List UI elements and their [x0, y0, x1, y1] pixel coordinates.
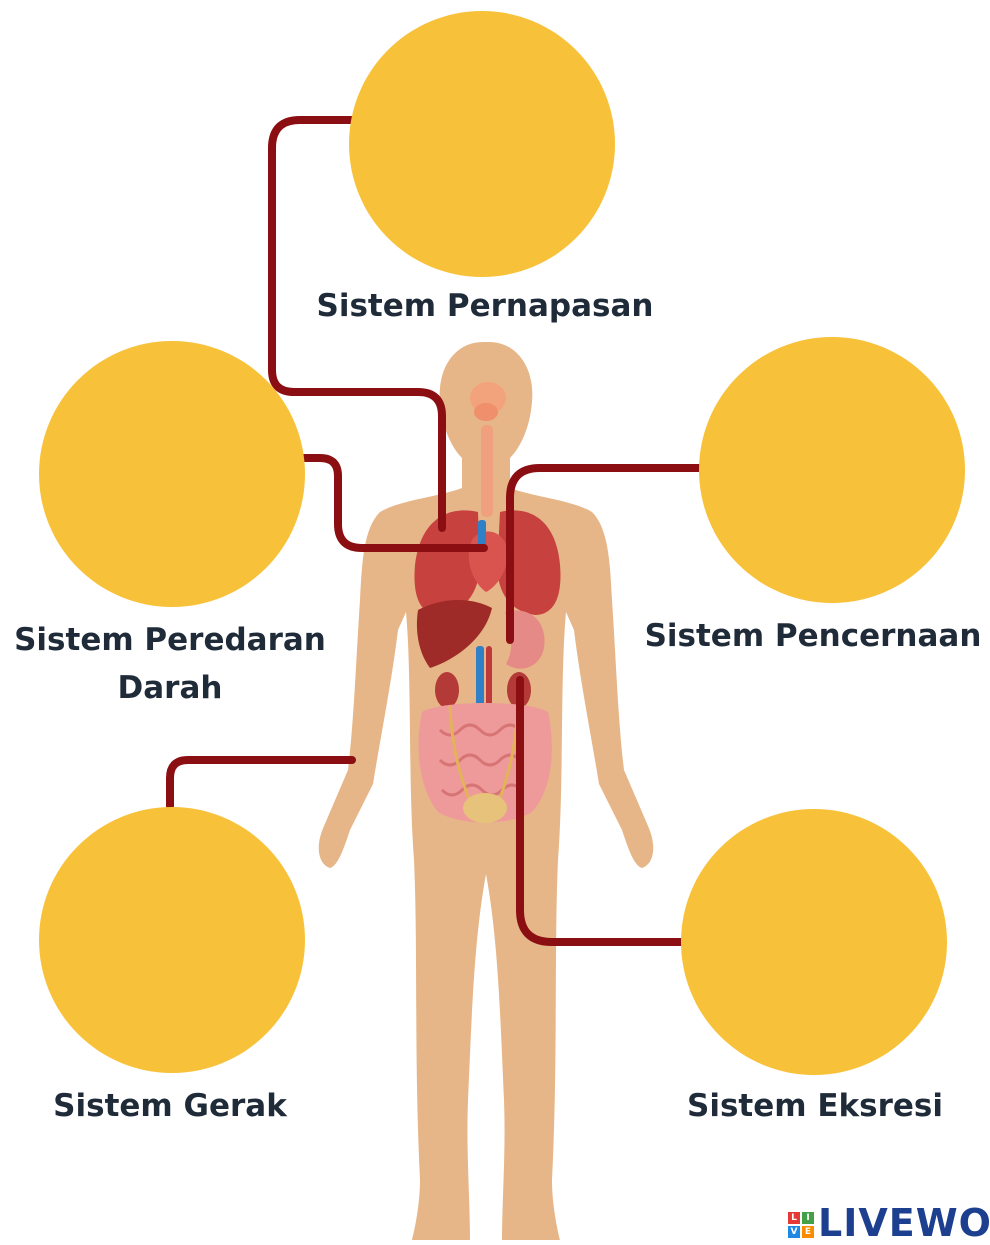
bladder-shape	[463, 793, 507, 823]
aorta-shape	[478, 520, 486, 546]
circle-peredaran-darah	[39, 341, 305, 607]
connector-gerak	[170, 760, 352, 806]
label-peredaran-darah: Sistem Peredaran Darah	[0, 616, 340, 712]
brain-shape	[474, 403, 498, 421]
label-line: Sistem Peredaran	[0, 616, 340, 664]
logo-tiles-icon: L I V E	[788, 1212, 814, 1238]
label-eksresi: Sistem Eksresi	[650, 1082, 980, 1130]
trachea-shape	[481, 425, 493, 517]
logo-tile: E	[802, 1226, 814, 1238]
left-kidney-shape	[435, 672, 459, 708]
label-line: Sistem Gerak	[20, 1082, 320, 1130]
circle-eksresi	[681, 809, 947, 1075]
label-line: Sistem Eksresi	[650, 1082, 980, 1130]
label-line: Sistem Pernapasan	[260, 282, 710, 330]
circle-gerak	[39, 807, 305, 1073]
livewo-logo: L I V E LIVEWO	[788, 1206, 990, 1240]
logo-tile: V	[788, 1226, 800, 1238]
label-line: Sistem Pencernaan	[636, 612, 990, 660]
circle-pernapasan	[349, 11, 615, 277]
circle-pencernaan	[699, 337, 965, 603]
label-pencernaan: Sistem Pencernaan	[636, 612, 990, 660]
label-pernapasan: Sistem Pernapasan	[260, 282, 710, 330]
logo-tile: I	[802, 1212, 814, 1224]
label-line: Darah	[0, 664, 340, 712]
label-gerak: Sistem Gerak	[20, 1082, 320, 1130]
logo-text: LIVEWO	[818, 1206, 990, 1240]
human-body-figure	[319, 342, 653, 1240]
logo-tile: L	[788, 1212, 800, 1224]
